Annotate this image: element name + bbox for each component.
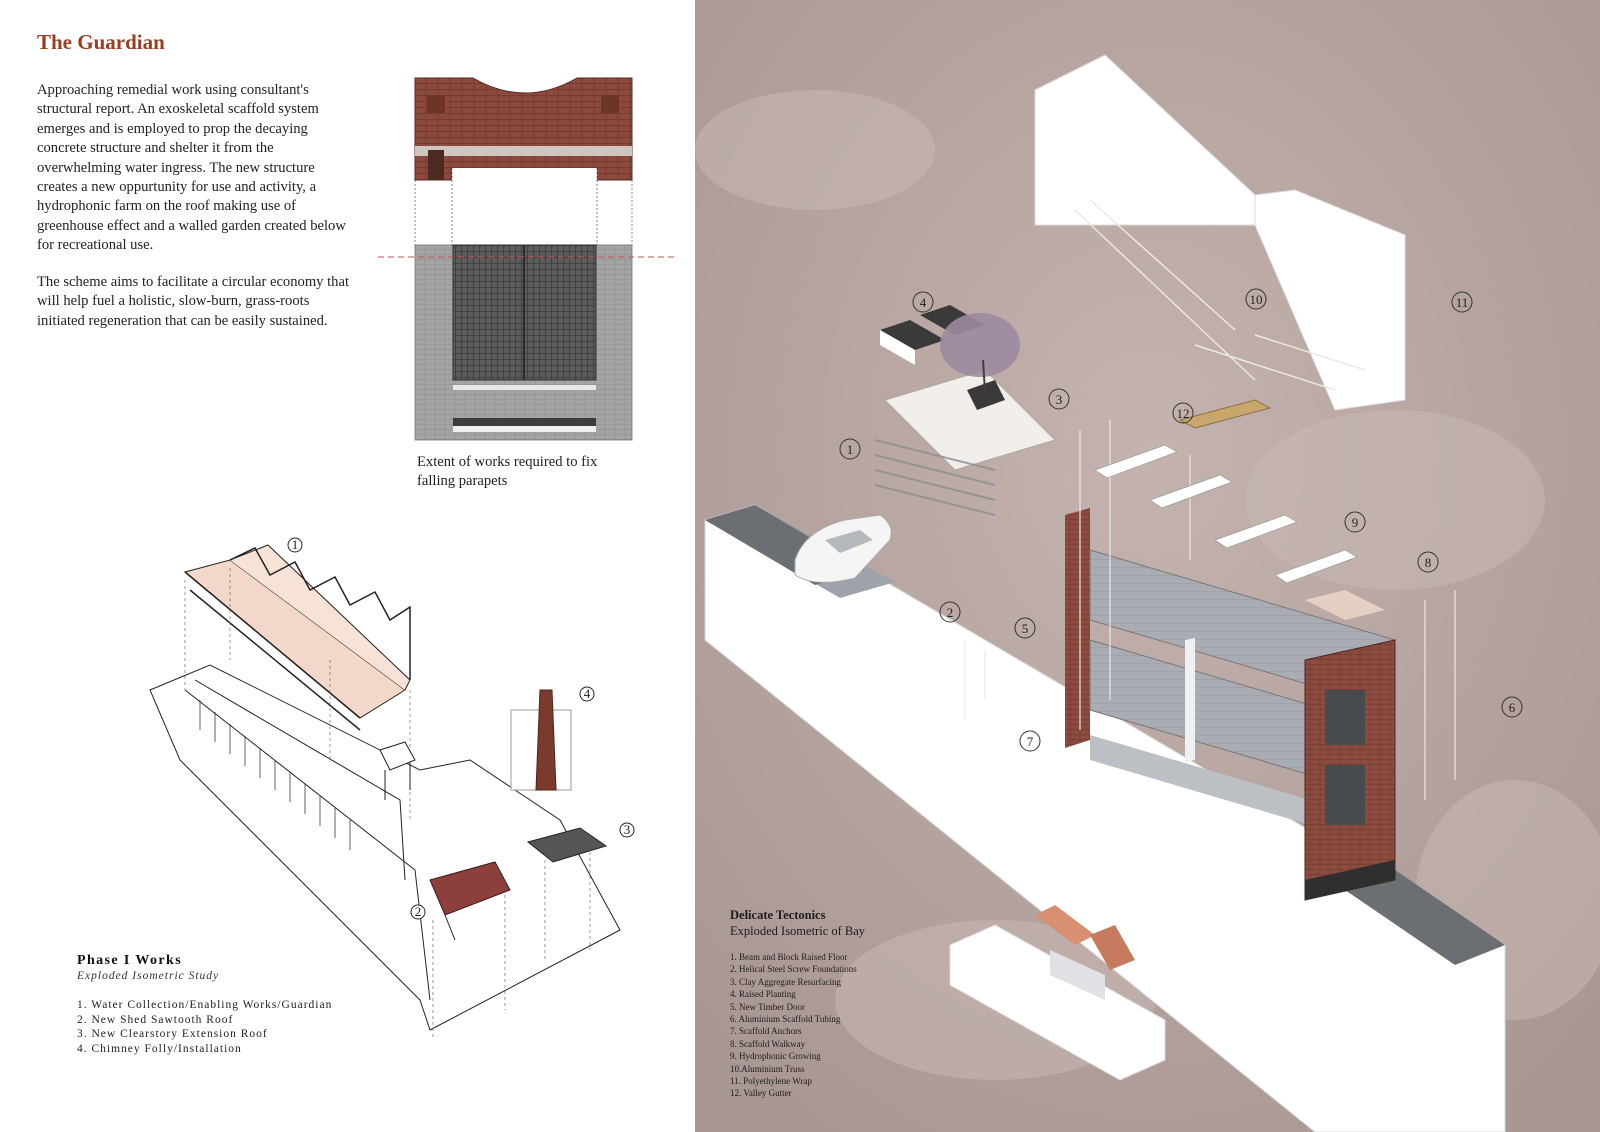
phase-item-list: 1. Water Collection/Enabling Works/Guard…: [77, 998, 332, 1056]
facade-caption: Extent of works required to fix falling …: [417, 454, 598, 490]
phase-subheading: Exploded Isometric Study: [77, 970, 220, 982]
polyethylene-wrap: [1034, 54, 1406, 411]
tectonic-callout-4: 4: [920, 295, 927, 310]
tectonics-item: 9. Hydrophonic Growing: [730, 1051, 821, 1062]
right-page: 1 2 3 4 5 6 7 8 9 10 11 12: [695, 0, 1600, 1132]
tectonics-subheading: Exploded Isometric of Bay: [730, 924, 866, 938]
tectonic-callout-11: 11: [1456, 295, 1469, 310]
phase-callout-2: 2: [415, 904, 422, 919]
page-title: The Guardian: [37, 30, 165, 54]
phase-item: 3. New Clearstory Extension Roof: [77, 1028, 268, 1040]
phase-heading: Phase I Works: [77, 953, 183, 968]
inset-isometric: [949, 905, 1166, 1081]
phase-item: 1. Water Collection/Enabling Works/Guard…: [77, 999, 333, 1011]
phase-callout-1: 1: [292, 537, 299, 552]
tectonic-callout-3: 3: [1056, 392, 1063, 407]
tectonic-callout-12: 12: [1177, 406, 1190, 421]
tree-illustration: [940, 313, 1020, 410]
bay-structure: [1065, 508, 1396, 901]
left-page: The Guardian Approaching remedial work u…: [0, 0, 695, 1132]
tectonics-item: 10.Aluminium Truss: [730, 1063, 805, 1074]
tectonics-item: 8. Scaffold Walkway: [730, 1038, 806, 1049]
tectonics-legend: Delicate Tectonics Exploded Isometric of…: [730, 908, 865, 1100]
tectonic-callout-6: 6: [1509, 700, 1516, 715]
aluminium-truss: [1074, 199, 1366, 391]
tectonic-callout-8: 8: [1425, 555, 1432, 570]
intro-paragraph-1: Approaching remedial work using consulta…: [37, 82, 346, 254]
tectonics-item: 11. Polyethylene Wrap: [730, 1076, 812, 1087]
tectonics-item: 12. Valley Gutter: [730, 1088, 792, 1099]
tectonics-item: 6. Aluminium Scaffold Tubing: [730, 1014, 841, 1025]
phase-callout-4: 4: [584, 686, 591, 701]
phase-item: 4. Chimney Folly/Installation: [77, 1042, 242, 1055]
tectonic-callout-2: 2: [947, 605, 954, 620]
tectonics-item: 2. Helical Steel Screw Foundations: [730, 964, 857, 975]
tectonics-item: 5. New Timber Door: [730, 1001, 806, 1012]
bay-exploded-isometric: 1 2 3 4 5 6 7 8 9 10 11 12: [695, 0, 1600, 1132]
tectonic-callout-7: 7: [1027, 734, 1034, 749]
tectonics-heading: Delicate Tectonics: [730, 908, 826, 922]
intro-paragraph-2: The scheme aims to facilitate a circular…: [37, 274, 350, 329]
tectonic-callouts: 1 2 3 4 5 6 7 8 9 10 11 12: [839, 288, 1523, 752]
tectonic-callout-1: 1: [847, 442, 854, 457]
tectonic-callout-9: 9: [1352, 515, 1359, 530]
tectonics-item: 7. Scaffold Anchors: [730, 1026, 802, 1037]
tectonics-item: 4. Raised Planting: [730, 989, 796, 1000]
phase-item: 2. New Shed Sawtooth Roof: [77, 1013, 234, 1026]
tectonic-callout-10: 10: [1250, 292, 1263, 307]
tectonic-callout-5: 5: [1022, 621, 1029, 636]
tectonics-item: 3. Clay Aggregate Resurfacing: [730, 976, 841, 987]
hydroponic-tables: [1094, 444, 1358, 584]
tectonics-item: 1. Beam and Block Raised Floor: [730, 952, 848, 962]
tectonics-item-list: 1. Beam and Block Raised Floor 2. Helica…: [730, 951, 865, 1100]
car-illustration: [794, 514, 892, 583]
phase-legend: Phase I Works Exploded Isometric Study 1…: [77, 953, 332, 1056]
facade-elevation-drawing: 1 2 3 4: [149, 77, 675, 1040]
phase-isometric-drawing: [149, 544, 621, 1040]
phase-callout-3: 3: [624, 822, 631, 837]
phase-callouts: 1 2 3 4: [287, 537, 635, 920]
